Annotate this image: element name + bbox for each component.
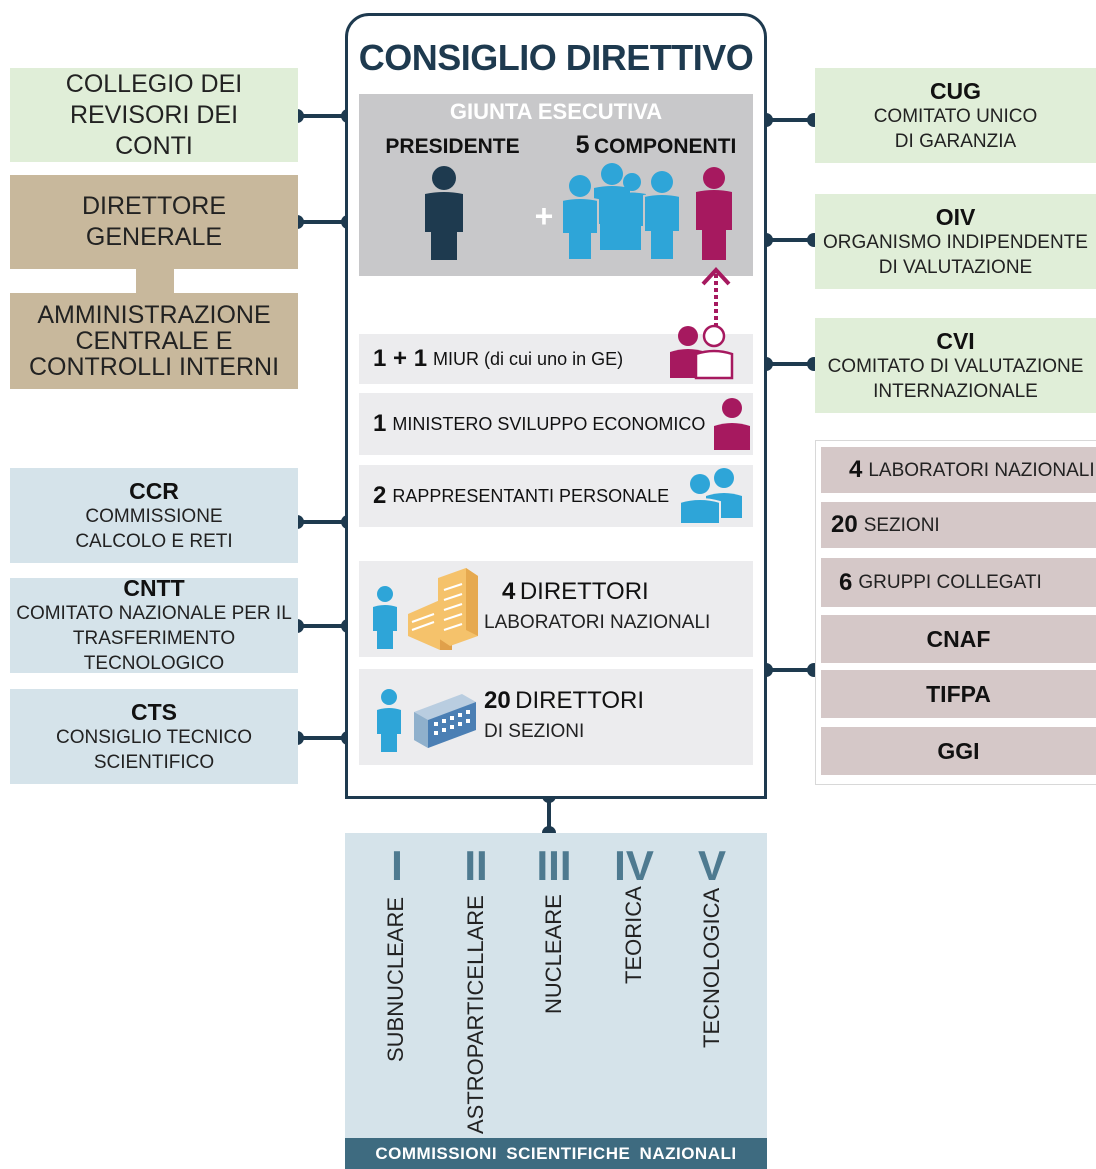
center-ggi-label: GGI <box>937 738 980 764</box>
ccr-subtitle: COMMISSIONE CALCOLO E RETI <box>75 505 233 552</box>
commission-iv-number: IV <box>614 842 654 889</box>
commission-ii-label[interactable]: ASTROPARTICELLARE <box>463 895 488 1134</box>
structure-laboratori-label: LABORATORI NAZIONALI <box>868 459 1095 481</box>
directors-laboratori-sub: LABORATORI NAZIONALI <box>484 612 711 633</box>
structure-sezioni[interactable]: 20 SEZIONI <box>821 502 1096 548</box>
presidente-person-icon <box>425 166 463 260</box>
structure-gruppi[interactable]: 6 GRUPPI COLLEGATI <box>821 558 1096 607</box>
miur-people-icon <box>670 324 734 380</box>
cug-subtitle: COMITATO UNICO DI GARANZIA <box>873 105 1038 152</box>
direttore-amministrazione-connector <box>136 268 174 294</box>
ccr-title: CCR <box>129 477 179 504</box>
directors-laboratori-num: 4 <box>502 578 516 605</box>
structure-sezioni-label: SEZIONI <box>863 514 940 536</box>
directors-sezioni-num: 20 <box>484 687 511 714</box>
direttore-generale-label: DIRETTORE GENERALE <box>82 192 226 251</box>
componenti-heading: 5 COMPONENTI <box>566 131 746 163</box>
commission-iii-number: III <box>536 842 572 889</box>
mise-person-icon <box>714 398 750 450</box>
structure-laboratori-num: 4 <box>849 456 863 483</box>
center-ggi[interactable]: GGI <box>821 727 1096 775</box>
directors-sezioni-label: DIRETTORI <box>515 687 645 714</box>
amministrazione-centrale-box[interactable]: AMMINISTRAZIONE CENTRALE E CONTROLLI INT… <box>10 293 298 389</box>
cts-box[interactable]: CTS CONSIGLIO TECNICO SCIENTIFICO <box>10 689 298 784</box>
commissioni-panel[interactable] <box>345 833 767 1138</box>
laboratori-building-icon <box>408 568 478 650</box>
row-mise[interactable]: 1 MINISTERO SVILUPPO ECONOMICO <box>359 393 753 455</box>
cvi-title: CVI <box>936 327 975 354</box>
oiv-box[interactable]: OIV ORGANISMO INDIPENDENTE DI VALUTAZION… <box>815 194 1096 289</box>
consiglio-direttivo-title: CONSIGLIO DIRETTIVO <box>358 37 754 78</box>
row-miur-label: MIUR (di cui uno in GE) <box>433 348 624 369</box>
row-mise-num: 1 <box>373 410 387 437</box>
row-personale-num: 2 <box>373 482 387 509</box>
center-cnaf[interactable]: CNAF <box>821 615 1096 663</box>
cug-box[interactable]: CUG COMITATO UNICO DI GARANZIA <box>815 68 1096 163</box>
center-cnaf-label: CNAF <box>926 626 991 652</box>
commission-iv-label[interactable]: TEORICA <box>621 886 646 984</box>
commission-v-label[interactable]: TECNOLOGICA <box>699 887 724 1048</box>
cug-title: CUG <box>929 77 982 104</box>
commission-iii-label[interactable]: NUCLEARE <box>541 894 566 1014</box>
structure-gruppi-label: GRUPPI COLLEGATI <box>858 572 1042 593</box>
cts-title: CTS <box>131 698 177 725</box>
componenti-label: COMPONENTI <box>594 135 737 158</box>
direttore-generale-box[interactable]: DIRETTORE GENERALE <box>10 175 298 269</box>
presidente-label: PRESIDENTE <box>385 135 520 158</box>
commissioni-title: COMMISSIONI SCIENTIFICHE NAZIONALI <box>375 1143 737 1163</box>
commission-i-number: I <box>391 842 403 889</box>
commission-ii-number: II <box>464 842 488 889</box>
giunta-esecutiva-title: GIUNTA ESECUTIVA <box>449 99 663 124</box>
director-person-icon <box>373 586 397 649</box>
structure-laboratori[interactable]: 4 LABORATORI NAZIONALI <box>821 447 1096 493</box>
plus-sign: + <box>534 198 554 234</box>
cntt-subtitle: COMITATO NAZIONALE PER IL TRASFERIMENTO … <box>16 603 292 674</box>
cvi-subtitle: COMITATO DI VALUTAZIONE INTERNAZIONALE <box>827 355 1084 402</box>
commission-v-number: V <box>697 842 726 889</box>
componenti-people-icon <box>561 163 732 261</box>
cntt-box[interactable]: CNTT COMITATO NAZIONALE PER IL TRASFERIM… <box>10 575 298 674</box>
structure-gruppi-num: 6 <box>839 568 853 596</box>
row-mise-label: MINISTERO SVILUPPO ECONOMICO <box>392 413 706 434</box>
cts-subtitle: CONSIGLIO TECNICO SCIENTIFICO <box>55 726 252 773</box>
commissioni-title-bar: COMMISSIONI SCIENTIFICHE NAZIONALI <box>345 1138 767 1169</box>
directors-laboratori-text: 4 DIRETTORI LABORATORI NAZIONALI <box>484 578 744 637</box>
oiv-title: OIV <box>935 203 976 230</box>
cntt-title: CNTT <box>123 575 185 601</box>
giunta-esecutiva-panel[interactable] <box>359 94 753 276</box>
oiv-subtitle: ORGANISMO INDIPENDENTE DI VALUTAZIONE <box>823 231 1088 278</box>
amministrazione-centrale-label: AMMINISTRAZIONE CENTRALE E CONTROLLI INT… <box>28 301 280 381</box>
directors-sezioni-sub: DI SEZIONI <box>484 721 585 742</box>
center-tifpa[interactable]: TIFPA <box>821 670 1096 718</box>
commission-i-label[interactable]: SUBNUCLEARE <box>383 896 408 1062</box>
center-tifpa-label: TIFPA <box>926 681 991 707</box>
ccr-box[interactable]: CCR COMMISSIONE CALCOLO E RETI <box>10 468 298 563</box>
collegio-revisori-box[interactable]: COLLEGIO DEI REVISORI DEI CONTI <box>10 68 298 162</box>
directors-sezioni-text: 20 DIRETTORI DI SEZIONI <box>484 687 744 746</box>
personale-people-icon <box>679 468 742 524</box>
row-miur-num: 1 + 1 <box>373 345 428 372</box>
director-sezioni-person-icon <box>377 689 401 752</box>
structure-sezioni-num: 20 <box>831 511 858 538</box>
row-personale-label: RAPPRESENTANTI PERSONALE <box>392 485 670 506</box>
sezioni-building-icon <box>414 694 476 748</box>
cvi-box[interactable]: CVI COMITATO DI VALUTAZIONE INTERNAZIONA… <box>815 318 1096 413</box>
componenti-count: 5 <box>575 131 590 159</box>
collegio-revisori-label: COLLEGIO DEI REVISORI DEI CONTI <box>65 69 243 160</box>
directors-laboratori-label: DIRETTORI <box>519 578 649 605</box>
miur-to-giunta-arrow-icon <box>701 267 731 328</box>
